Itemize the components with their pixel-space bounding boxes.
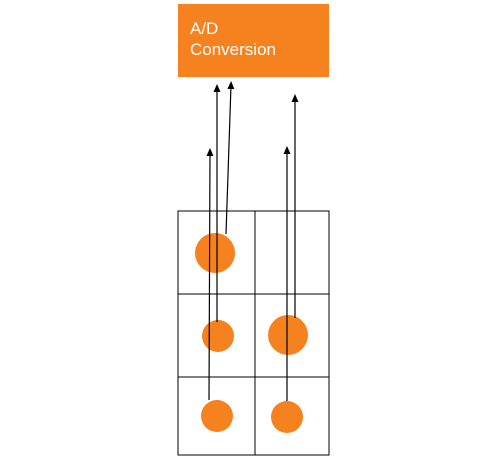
charge-samples (195, 233, 308, 433)
charge-circle-r2-c1 (202, 320, 234, 352)
adc-block (178, 4, 329, 77)
adc-label: A/D Conversion (178, 4, 329, 77)
arrow-r3-c1 (206, 148, 214, 401)
pixel-cell-r1-c2 (254, 210, 330, 295)
arrow-r1-c1 (225, 81, 235, 235)
charge-circle-r3-c1 (201, 400, 233, 432)
adc-label-line2: Conversion (190, 40, 276, 59)
charge-circle-r1-c1 (195, 233, 235, 273)
pixel-cell-r3-c2 (254, 376, 330, 456)
charge-circle-r3-c2 (271, 401, 303, 433)
charge-circle-r2-c2 (268, 315, 308, 355)
readout-arrows (206, 81, 299, 401)
adc-label-line1: A/D (190, 19, 219, 38)
